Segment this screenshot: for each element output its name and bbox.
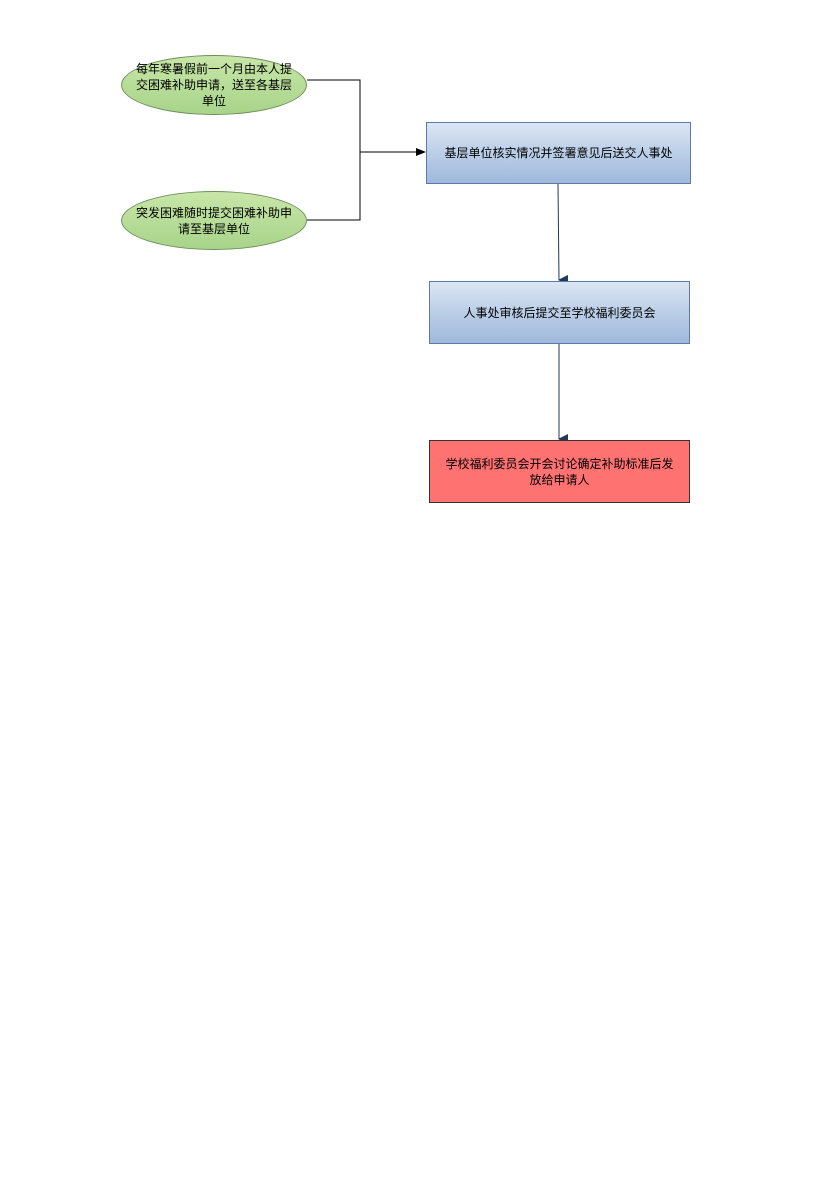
- process-unit-verify-label: 基层单位核实情况并签署意见后送交人事处: [444, 146, 673, 160]
- process-committee-decision-label: 学校福利委员会开会讨论确定补助标准后发放给申请人: [445, 456, 674, 487]
- process-unit-verify: 基层单位核实情况并签署意见后送交人事处: [426, 122, 691, 184]
- start-node-vacation-label: 每年寒暑假前一个月由本人提交困难补助申请，送至各基层单位: [135, 62, 292, 108]
- start-node-sudden-label: 突发困难随时提交困难补助申请至基层单位: [135, 205, 292, 236]
- process-committee-decision: 学校福利委员会开会讨论确定补助标准后发放给申请人: [429, 440, 690, 503]
- start-node-sudden: 突发困难随时提交困难补助申请至基层单位: [121, 191, 307, 250]
- arrow-unit-to-hr: [557, 183, 569, 285]
- connector-start1-merge: [307, 79, 361, 152]
- connector-start2-merge: [307, 152, 361, 221]
- start-node-vacation: 每年寒暑假前一个月由本人提交困难补助申请，送至各基层单位: [121, 55, 307, 115]
- process-hr-review: 人事处审核后提交至学校福利委员会: [429, 281, 690, 344]
- process-hr-review-label: 人事处审核后提交至学校福利委员会: [463, 305, 656, 320]
